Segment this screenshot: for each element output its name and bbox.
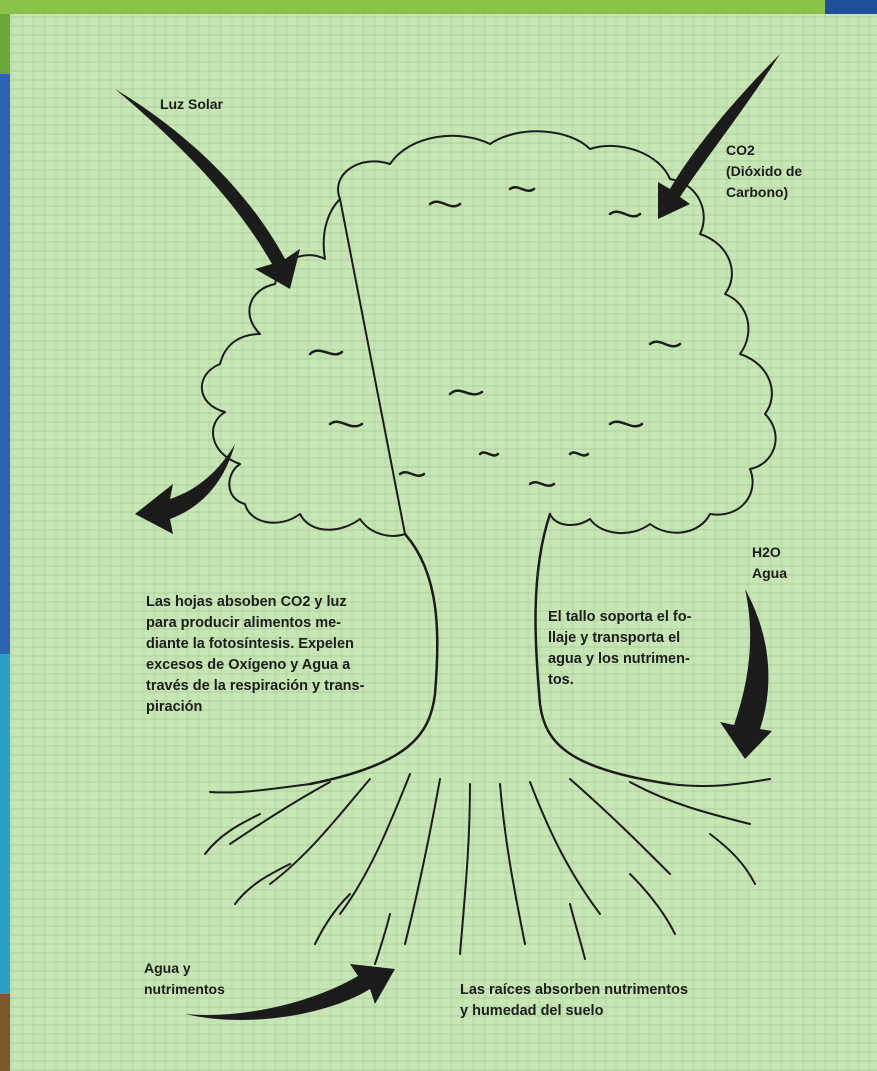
water-in-label-line: Agua y: [144, 958, 225, 979]
h2o-label-line: Agua: [752, 563, 787, 584]
trunk-caption: El tallo soporta el fo- llaje y transpor…: [548, 607, 691, 691]
roots-caption: Las raíces absorben nutrimentos y humeda…: [460, 980, 688, 1022]
oxygen-out-arrow-icon: [135, 444, 235, 534]
h2o-label-line: H2O: [752, 542, 787, 563]
leaves-caption-line: diante la fotosíntesis. Expelen: [146, 634, 364, 655]
trunk-caption-line: agua y los nutrimen-: [548, 649, 691, 670]
trunk-caption-line: El tallo soporta el fo-: [548, 607, 691, 628]
tree-roots: [205, 774, 770, 964]
water-in-label: Agua y nutrimentos: [144, 958, 225, 1000]
leaves-caption-line: través de la respiración y trans-: [146, 676, 364, 697]
leaves-caption-line: Las hojas absoben CO2 y luz: [146, 592, 364, 613]
leaves-caption-line: piración: [146, 697, 364, 718]
h2o-arrow-icon: [720, 589, 772, 759]
diagram-page: Luz Solar CO2 (Dióxido de Carbono) H2O A…: [10, 14, 877, 1071]
frame-top-right-corner: [825, 0, 877, 14]
foliage-detail: [310, 187, 680, 485]
roots-caption-line: Las raíces absorben nutrimentos: [460, 980, 688, 1001]
co2-label-line: (Dióxido de: [726, 161, 802, 182]
leaves-caption-line: para producir alimentos me-: [146, 613, 364, 634]
water-in-label-line: nutrimentos: [144, 979, 225, 1000]
leaves-caption: Las hojas absoben CO2 y luz para produci…: [146, 592, 364, 718]
trunk-caption-line: tos.: [548, 670, 691, 691]
co2-label-line: Carbono): [726, 182, 802, 203]
sunlight-arrow-icon: [115, 89, 300, 289]
canopy-outline: [202, 131, 776, 536]
frame-top-border: [0, 0, 877, 14]
co2-label: CO2 (Dióxido de Carbono): [726, 140, 802, 203]
co2-label-line: CO2: [726, 140, 802, 161]
trunk-caption-line: llaje y transporta el: [548, 628, 691, 649]
leaves-caption-line: excesos de Oxígeno y Agua a: [146, 655, 364, 676]
sunlight-label: Luz Solar: [160, 94, 223, 115]
roots-caption-line: y humedad del suelo: [460, 1001, 688, 1022]
h2o-label: H2O Agua: [752, 542, 787, 584]
